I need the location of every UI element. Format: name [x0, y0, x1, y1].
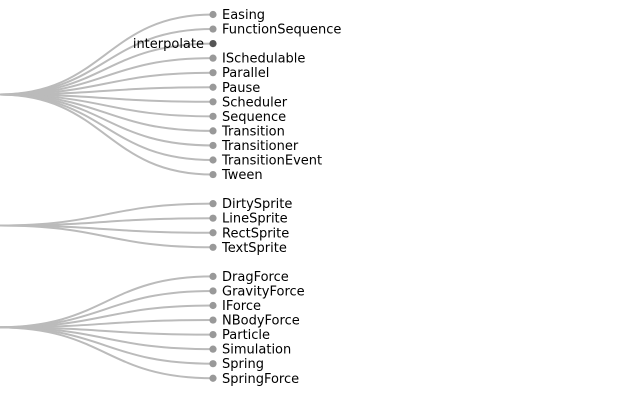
leaf-node-dot[interactable] — [209, 25, 217, 33]
tree-node[interactable]: Transition — [209, 124, 285, 139]
node-label: IForce — [222, 299, 261, 314]
tree-node[interactable]: Pause — [209, 81, 260, 96]
node-label: DirtySprite — [222, 197, 292, 212]
node-label: Parallel — [222, 66, 269, 81]
leaf-node-dot[interactable] — [209, 243, 217, 251]
node-label: Spring — [222, 357, 264, 372]
tree-node[interactable]: LineSprite — [209, 212, 288, 227]
tree-node[interactable]: Particle — [209, 328, 270, 343]
leaf-node-dot[interactable] — [209, 127, 217, 135]
node-label: TextSprite — [221, 241, 287, 256]
leaf-node-dot[interactable] — [209, 360, 217, 368]
leaf-node-dot[interactable] — [209, 141, 217, 150]
tree-node[interactable]: interpolate — [133, 37, 217, 52]
node-label: Simulation — [222, 343, 291, 358]
node-label: NBodyForce — [222, 314, 300, 329]
tree-node[interactable]: DirtySprite — [209, 197, 292, 212]
node-label: Scheduler — [222, 95, 288, 110]
leaf-node-dot[interactable] — [209, 374, 217, 382]
node-label: Pause — [222, 81, 260, 96]
tree-node[interactable]: GravityForce — [209, 284, 305, 299]
node-label: Transitioner — [221, 139, 299, 154]
collapsed-node-dot[interactable] — [209, 40, 217, 48]
tree-node[interactable]: DragForce — [209, 270, 289, 285]
node-label: ISchedulable — [222, 52, 305, 67]
tree-node[interactable]: TransitionEvent — [209, 154, 322, 169]
tree-node[interactable]: FunctionSequence — [209, 23, 341, 38]
tree-node[interactable]: Transitioner — [209, 139, 299, 154]
tree-link — [0, 326, 214, 380]
node-label: interpolate — [133, 37, 204, 52]
tree-link — [0, 224, 214, 249]
node-label: FunctionSequence — [222, 23, 341, 38]
leaf-node-dot[interactable] — [209, 316, 217, 324]
tree-node[interactable]: RectSprite — [209, 226, 289, 241]
tree-node[interactable]: Easing — [209, 8, 265, 23]
node-label: Sequence — [222, 110, 286, 125]
tree-node[interactable]: Tween — [209, 168, 263, 183]
leaf-node-dot[interactable] — [209, 331, 217, 339]
node-label: Easing — [222, 8, 265, 23]
tree-link — [0, 289, 214, 329]
tree-node[interactable]: SpringForce — [209, 372, 299, 387]
tree-link — [0, 93, 214, 161]
node-label: RectSprite — [222, 226, 289, 241]
node-label: Particle — [222, 328, 270, 343]
tree-node[interactable]: Scheduler — [209, 95, 288, 110]
tree-link — [0, 326, 214, 365]
tree-node[interactable]: IForce — [209, 299, 261, 314]
leaf-node-dot[interactable] — [209, 345, 217, 353]
leaf-node-dot[interactable] — [209, 287, 217, 295]
leaf-node-dot[interactable] — [209, 156, 217, 164]
tree-node[interactable]: NBodyForce — [209, 314, 300, 329]
leaf-node-dot[interactable] — [209, 200, 217, 208]
leaf-node-dot[interactable] — [209, 272, 217, 280]
leaf-node-dot[interactable] — [209, 170, 217, 179]
tree-node[interactable]: Parallel — [209, 66, 269, 81]
node-label: SpringForce — [222, 372, 299, 387]
leaf-node-dot[interactable] — [209, 214, 217, 222]
tree-node[interactable]: Spring — [209, 357, 264, 372]
leaf-node-dot[interactable] — [209, 301, 217, 310]
leaf-node-dot[interactable] — [209, 54, 217, 62]
leaf-node-dot[interactable] — [209, 69, 217, 77]
tree-node[interactable]: ISchedulable — [209, 52, 305, 67]
node-label: Transition — [221, 124, 285, 139]
leaf-node-dot[interactable] — [209, 98, 217, 106]
leaf-node-dot[interactable] — [209, 83, 217, 91]
node-label: GravityForce — [222, 284, 305, 299]
tree-link — [0, 93, 214, 176]
node-label: Tween — [221, 168, 263, 183]
leaf-node-dot[interactable] — [209, 10, 217, 19]
tree-link — [0, 93, 214, 132]
tree-node[interactable]: TextSprite — [209, 241, 287, 256]
node-label: LineSprite — [222, 212, 288, 227]
node-label: DragForce — [222, 270, 289, 285]
tree-link — [0, 217, 214, 227]
leaf-node-dot[interactable] — [209, 229, 217, 237]
tree-link — [0, 319, 214, 329]
leaf-node-dot[interactable] — [209, 112, 217, 120]
tree-links — [0, 13, 214, 380]
tree-link — [0, 57, 214, 96]
tree-node[interactable]: Simulation — [209, 343, 291, 358]
node-label: TransitionEvent — [221, 154, 322, 169]
tree-node[interactable]: Sequence — [209, 110, 286, 125]
